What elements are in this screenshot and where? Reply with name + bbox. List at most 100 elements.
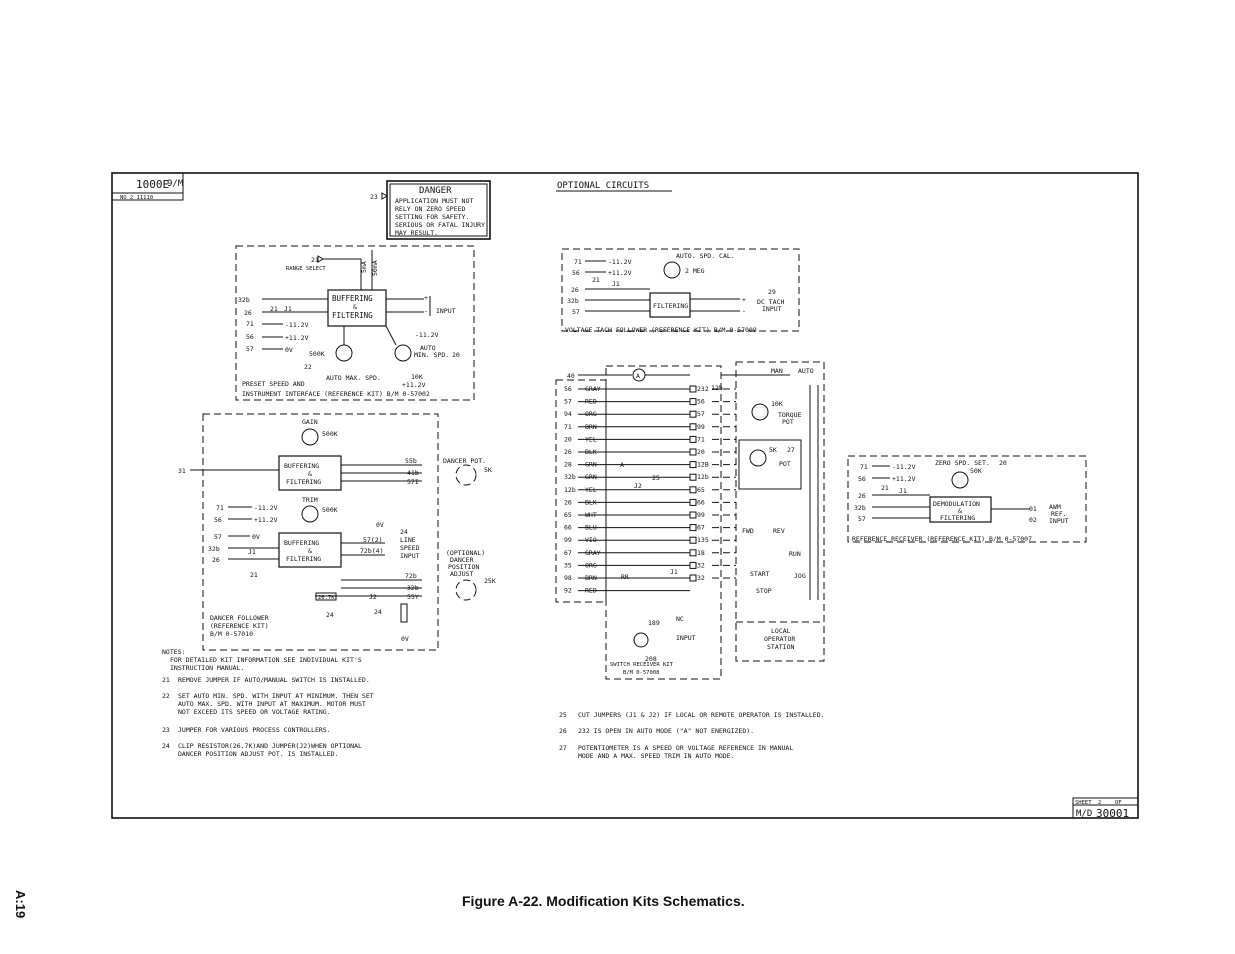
switch-left-terminal: 92 <box>564 587 572 595</box>
svg-text:23: 23 <box>370 193 378 201</box>
svg-text:26.7K: 26.7K <box>318 595 335 601</box>
svg-text:26: 26 <box>244 309 252 317</box>
svg-text:PRESET SPEED AND: PRESET SPEED AND <box>242 380 305 388</box>
svg-text:10K: 10K <box>411 373 423 381</box>
switch-terminal-box <box>689 435 697 443</box>
svg-text:2 MEG: 2 MEG <box>685 267 705 275</box>
svg-text:1000E: 1000E <box>136 178 169 191</box>
switch-left-terminal: 20 <box>564 435 572 443</box>
svg-text:(OPTIONAL): (OPTIONAL) <box>446 549 485 557</box>
switch-right-terminal: 12b <box>697 473 709 481</box>
svg-text:RANGE SELECT: RANGE SELECT <box>286 266 326 272</box>
svg-text:BUFFERING: BUFFERING <box>332 294 373 303</box>
svg-text:-: - <box>742 307 746 315</box>
svg-text:57I: 57I <box>407 478 419 486</box>
switch-left-terminal: 99 <box>564 536 572 544</box>
svg-text:MIN. SPD.: MIN. SPD. <box>414 351 449 359</box>
svg-text:24: 24 <box>162 742 170 750</box>
svg-text:INPUT: INPUT <box>400 552 420 560</box>
svg-text:56: 56 <box>858 475 866 483</box>
svg-text:27: 27 <box>559 744 567 752</box>
svg-text:+11.2V: +11.2V <box>254 516 278 524</box>
svg-text:5K: 5K <box>769 446 777 454</box>
svg-text:41b: 41b <box>407 469 419 477</box>
switch-terminal-box <box>689 524 697 532</box>
svg-text:57: 57 <box>214 533 222 541</box>
svg-text:10K: 10K <box>771 400 783 408</box>
svg-text:RR: RR <box>621 573 629 581</box>
svg-text:-11.2V: -11.2V <box>415 331 439 339</box>
sheet-border <box>111 172 1139 819</box>
switch-left-terminal: 32b <box>564 473 576 481</box>
svg-text:50mA: 50mA <box>371 260 379 276</box>
svg-text:&: & <box>353 303 357 311</box>
svg-text:FILTERING: FILTERING <box>940 514 975 522</box>
svg-text:24: 24 <box>400 528 408 536</box>
svg-text:32b: 32b <box>854 504 866 512</box>
svg-text:FWD: FWD <box>742 527 754 535</box>
svg-text:22: 22 <box>162 692 170 700</box>
svg-text:REF.: REF. <box>1051 510 1067 518</box>
switch-terminal-box <box>689 423 697 431</box>
svg-text:INSTRUMENT INTERFACE (REFERENC: INSTRUMENT INTERFACE (REFERENCE KIT) B/M… <box>242 390 430 398</box>
svg-text:5mA: 5mA <box>360 261 368 273</box>
svg-text:31: 31 <box>178 467 186 475</box>
figure-caption: Figure A-22. Modification Kits Schematic… <box>462 893 745 909</box>
svg-text:TRIM: TRIM <box>302 496 318 504</box>
switch-terminal-box <box>689 398 697 406</box>
svg-text:+11.2V: +11.2V <box>402 381 426 389</box>
switch-terminal-box <box>689 448 697 456</box>
switch-right-terminal: 135 <box>697 536 709 544</box>
svg-text:AUTO: AUTO <box>420 344 436 352</box>
svg-text:29: 29 <box>768 288 776 296</box>
switch-right-terminal: 12B <box>697 461 709 469</box>
svg-text:25: 25 <box>652 474 660 482</box>
svg-text:OF: OF <box>1115 800 1122 806</box>
svg-text:J1: J1 <box>248 548 256 556</box>
switch-left-terminal: 65 <box>564 511 572 519</box>
svg-text:26: 26 <box>212 556 220 564</box>
svg-text:CUT JUMPERS (J1 & J2) IF LOCAL: CUT JUMPERS (J1 & J2) IF LOCAL OR REMOTE… <box>578 711 825 719</box>
svg-text:25: 25 <box>559 711 567 719</box>
switch-right-terminal: 66 <box>697 498 705 506</box>
svg-text:VOLTAGE TACH FOLLOWER (REFEREN: VOLTAGE TACH FOLLOWER (REFERENCE KIT) B/… <box>565 326 757 334</box>
svg-text:REMOVE JUMPER IF AUTO/MANUAL S: REMOVE JUMPER IF AUTO/MANUAL SWITCH IS I… <box>178 676 370 684</box>
svg-text:FILTERING: FILTERING <box>332 311 373 320</box>
preset-speed-kit: 21 RANGE SELECT 5mA 50mA BUFFERING & FIL… <box>235 245 475 401</box>
switch-left-terminal: 12b <box>564 486 576 494</box>
svg-text:2: 2 <box>1098 800 1101 806</box>
svg-text:DANCER: DANCER <box>450 556 474 564</box>
switch-right-terminal: 32 <box>697 561 705 569</box>
svg-text:30001: 30001 <box>1096 807 1129 820</box>
svg-text:APPLICATION MUST NOT: APPLICATION MUST NOT <box>395 197 473 205</box>
switch-terminal-box <box>689 473 697 481</box>
svg-text:AUTO: AUTO <box>798 367 814 375</box>
svg-text:B/M 0-57008: B/M 0-57008 <box>623 670 659 676</box>
svg-text:SERIOUS OR FATAL INJURY: SERIOUS OR FATAL INJURY <box>395 221 485 229</box>
switch-terminal-box <box>689 461 697 469</box>
switch-right-terminal: 65 <box>697 486 705 494</box>
svg-text:57(2): 57(2) <box>363 536 383 544</box>
svg-text:32b: 32b <box>407 584 419 592</box>
svg-text:12b: 12b <box>711 384 723 392</box>
switch-right-terminal: 232 <box>697 385 709 393</box>
svg-text:A: A <box>620 461 624 469</box>
svg-text:JOG: JOG <box>794 572 806 580</box>
svg-text:21: 21 <box>162 676 170 684</box>
switch-left-terminal: 35 <box>564 561 572 569</box>
svg-text:FILTERING: FILTERING <box>286 555 321 563</box>
svg-text:71: 71 <box>246 320 254 328</box>
svg-text:AUTO MAX. SPD.: AUTO MAX. SPD. <box>326 374 381 382</box>
switch-terminal-box <box>689 498 697 506</box>
svg-text:A: A <box>636 372 640 380</box>
svg-text:DANGER: DANGER <box>419 186 452 196</box>
svg-text:01: 01 <box>1029 505 1037 513</box>
svg-text:+11.2V: +11.2V <box>892 475 916 483</box>
svg-text:32b: 32b <box>208 545 220 553</box>
svg-text:22: 22 <box>304 363 312 371</box>
svg-text:21: 21 <box>270 305 278 313</box>
switch-terminal-box <box>689 385 697 393</box>
svg-text:-: - <box>424 307 428 315</box>
title-block-bottom: SHEET 2 OF M/D 30001 <box>1072 797 1139 820</box>
svg-text:DANCER POSITION ADJUST POT. IS: DANCER POSITION ADJUST POT. IS INSTALLED… <box>178 750 338 758</box>
